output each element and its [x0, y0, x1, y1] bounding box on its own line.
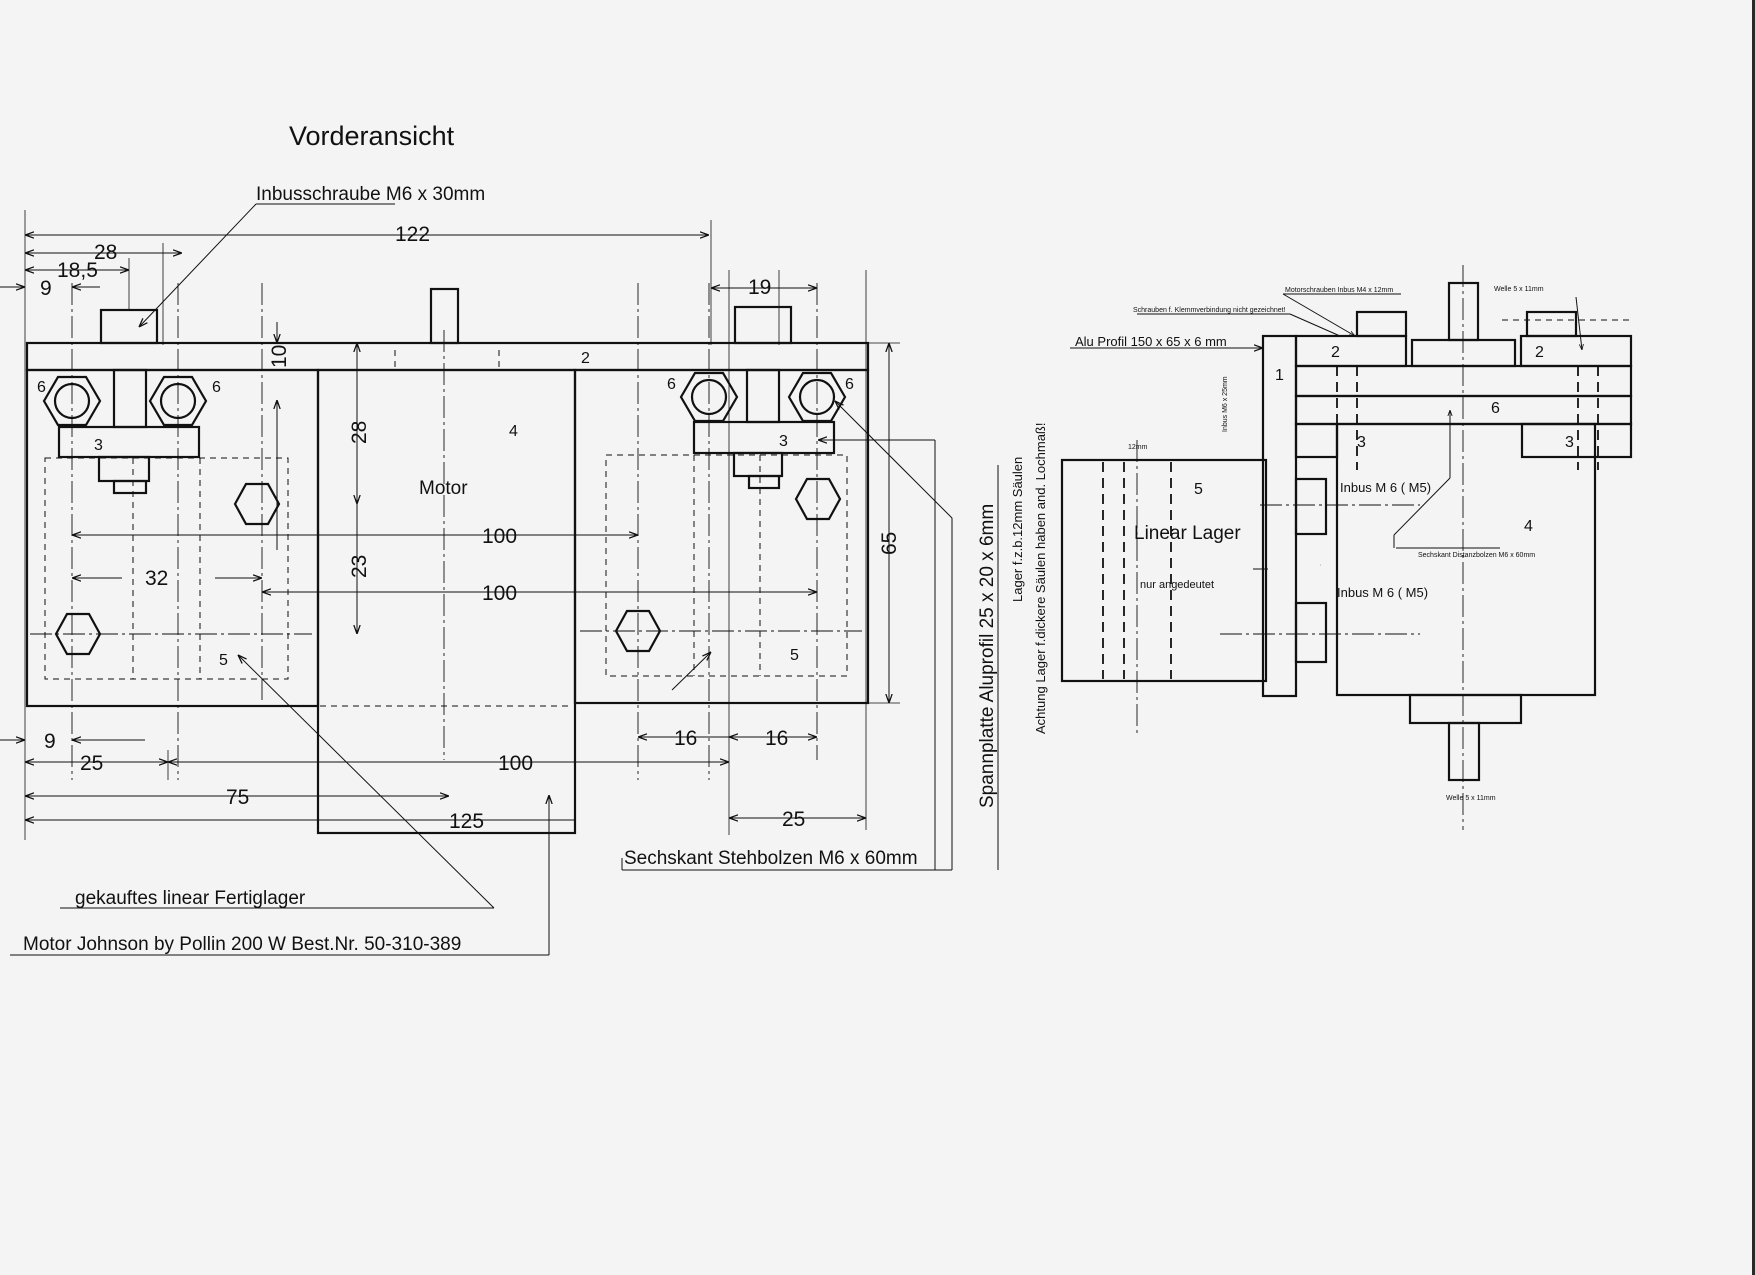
alu-profil-label: Alu Profil 150 x 65 x 6 mm [1075, 334, 1227, 349]
bearing-note-2: Achtung Lager f.dickere Säulen haben and… [1033, 423, 1048, 735]
dim-value: 19 [748, 276, 771, 299]
front-view-title: Vorderansicht [289, 121, 455, 151]
inbus-m6-label-a: Inbus M 6 ( M5) [1340, 480, 1431, 495]
motorschrauben-label: Motorschrauben Inbus M4 x 12mm [1285, 287, 1393, 294]
part-number: 6 [845, 376, 854, 393]
part-number: 2 [1331, 344, 1340, 361]
dim-value: 100 [482, 525, 517, 548]
motor-label: Motor [419, 478, 468, 499]
side-view-outline [1060, 281, 1633, 782]
distanzbolzen-label: Sechskant Distanzbolzen M6 x 60mm [1418, 552, 1535, 559]
dim-value: 75 [226, 786, 249, 809]
part-number: 3 [779, 433, 788, 450]
dim-value: 18,5 [57, 259, 98, 282]
leader-lines [10, 203, 999, 956]
dim-value: 65 [878, 532, 901, 555]
hex-nuts [42, 371, 847, 656]
inbus-m6-label-b: Inbus M 6 ( M5) [1337, 585, 1428, 600]
hidden-lines [44, 350, 848, 707]
dim-value: 25 [80, 752, 103, 775]
part-number: 5 [790, 647, 799, 664]
dim-value: 16 [674, 727, 697, 750]
mm12-label: 12mm [1128, 444, 1148, 451]
dim-value: 9 [40, 277, 52, 300]
spannplatte-label: Spannplatte Aluprofil 25 x 20 x 6mm [977, 504, 998, 808]
inbus-screw-label: Inbusschraube M6 x 30mm [256, 184, 485, 205]
part-number: 2 [1535, 344, 1544, 361]
dim-value: 100 [498, 752, 533, 775]
dim-value: 100 [482, 582, 517, 605]
side-leader-lines [1070, 293, 1582, 549]
dim-value: 9 [44, 730, 56, 753]
part-number: 3 [1565, 434, 1574, 451]
motor-spec-label: Motor Johnson by Pollin 200 W Best.Nr. 5… [23, 934, 461, 955]
dimension-lines [0, 235, 889, 820]
stehbolzen-label: Sechskant Stehbolzen M6 x 60mm [624, 848, 918, 869]
part-number: 6 [667, 376, 676, 393]
dim-value: 23 [348, 555, 371, 578]
dim-value: 32 [145, 567, 168, 590]
linear-bearing-label: gekauftes linear Fertiglager [75, 888, 306, 909]
dim-value: 10 [268, 345, 291, 368]
dim-value: 28 [348, 421, 371, 444]
part-number: 4 [509, 423, 518, 440]
bearing-note-1: Lager f.z.b.12mm Säulen [1010, 457, 1025, 602]
dim-value: 16 [765, 727, 788, 750]
part-number: 2 [581, 350, 590, 367]
part-number: 1 [1275, 367, 1284, 384]
part-number: 3 [94, 437, 103, 454]
welle-bottom-label: Welle 5 x 11mm [1446, 795, 1496, 802]
part-number: 6 [212, 379, 221, 396]
welle-top-label: Welle 5 x 11mm [1494, 286, 1544, 293]
part-number: 6 [37, 379, 46, 396]
part-number: 5 [219, 652, 228, 669]
part-number: 6 [1491, 400, 1500, 417]
dim-value: 122 [395, 223, 430, 246]
angedeutet-label: nur angedeutet [1140, 579, 1214, 591]
part-number: 5 [1194, 481, 1203, 498]
linear-lager-label: Linear Lager [1134, 523, 1241, 544]
extension-lines [24, 210, 900, 840]
part-number: 4 [1524, 518, 1533, 535]
inbus-vertical-label: Inbus M6 x 25mm [1222, 376, 1229, 432]
klemm-label: Schrauben f. Klemmverbindung nicht gezei… [1133, 307, 1286, 314]
dim-value: 28 [94, 241, 117, 264]
dim-value: 125 [449, 810, 484, 833]
front-view-outline [25, 287, 870, 835]
part-number: 3 [1357, 434, 1366, 451]
dim-value: 25 [782, 808, 805, 831]
